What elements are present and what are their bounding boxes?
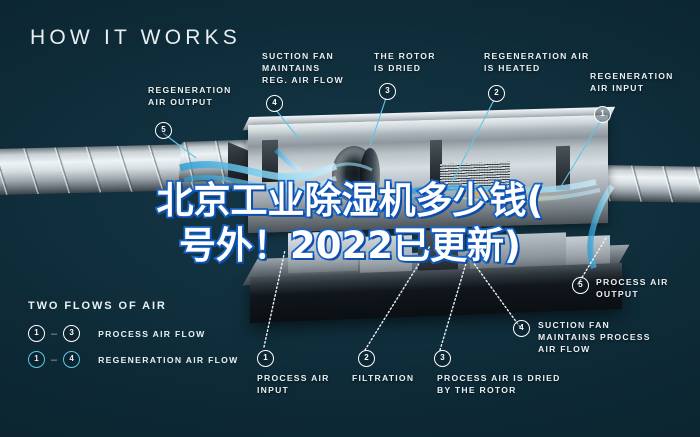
label-rotor-is-dried: THE ROTOR IS DRIED xyxy=(374,51,436,73)
legend-label-process-air-flow: PROCESS AIR FLOW xyxy=(98,328,206,339)
legend-dash-1: – xyxy=(51,327,58,340)
legend-row-process-air-flow: 1 – 3 PROCESS AIR FLOW xyxy=(28,325,206,342)
label-process-air-dried: PROCESS AIR IS DRIED BY THE ROTOR xyxy=(437,373,561,395)
callout-number-4-suction-process[interactable]: 4 xyxy=(513,320,530,337)
page-title: HOW IT WORKS xyxy=(30,26,242,49)
callout-number-5-process-output[interactable]: 5 xyxy=(572,277,589,294)
legend-title: TWO FLOWS OF AIR xyxy=(28,300,167,312)
label-suction-fan-process: SUCTION FAN MAINTAINS PROCESS AIR FLOW xyxy=(538,320,651,354)
label-filtration: FILTRATION xyxy=(352,373,415,383)
watermark-line-2: 号外！2022已更新) xyxy=(177,222,522,269)
cabinet-slot-left xyxy=(262,139,278,183)
legend-number-from-1: 1 xyxy=(28,325,45,342)
callout-number-3-rotor-dried[interactable]: 3 xyxy=(379,83,396,100)
callout-number-1-regen-input[interactable]: 1 xyxy=(594,106,611,123)
callout-number-4-suction-reg[interactable]: 4 xyxy=(266,95,283,112)
label-process-air-output: PROCESS AIR OUTPUT xyxy=(596,277,669,299)
legend-dash-2: – xyxy=(51,353,58,366)
label-regeneration-air-heated: REGENERATION AIR IS HEATED xyxy=(484,51,590,73)
callout-number-3-process-dried[interactable]: 3 xyxy=(434,350,451,367)
label-suction-fan-reg: SUCTION FAN MAINTAINS REG. AIR FLOW xyxy=(262,51,344,85)
callout-number-2-filtration[interactable]: 2 xyxy=(358,350,375,367)
callout-number-5-regen-output[interactable]: 5 xyxy=(155,122,172,139)
legend-number-to-3: 3 xyxy=(63,325,81,342)
legend-number-from-1-blue: 1 xyxy=(28,351,45,368)
callout-number-2-regen-heated[interactable]: 2 xyxy=(488,85,505,102)
callout-number-1-process-input[interactable]: 1 xyxy=(257,350,274,367)
label-process-air-input: PROCESS AIR INPUT xyxy=(257,373,330,395)
label-regeneration-air-output: REGENERATION AIR OUTPUT xyxy=(148,85,232,107)
legend-label-regeneration-air-flow: REGENERATION AIR FLOW xyxy=(98,354,239,365)
watermark-overlay-text: 北京工业除湿机多少钱( 号外！2022已更新) xyxy=(0,177,700,269)
watermark-line-1: 北京工业除湿机多少钱( xyxy=(155,177,545,224)
legend-number-to-4-blue: 4 xyxy=(63,351,81,368)
label-regeneration-air-input: REGENERATION AIR INPUT xyxy=(590,71,674,93)
legend-row-regeneration-air-flow: 1 – 4 REGENERATION AIR FLOW xyxy=(28,351,239,368)
